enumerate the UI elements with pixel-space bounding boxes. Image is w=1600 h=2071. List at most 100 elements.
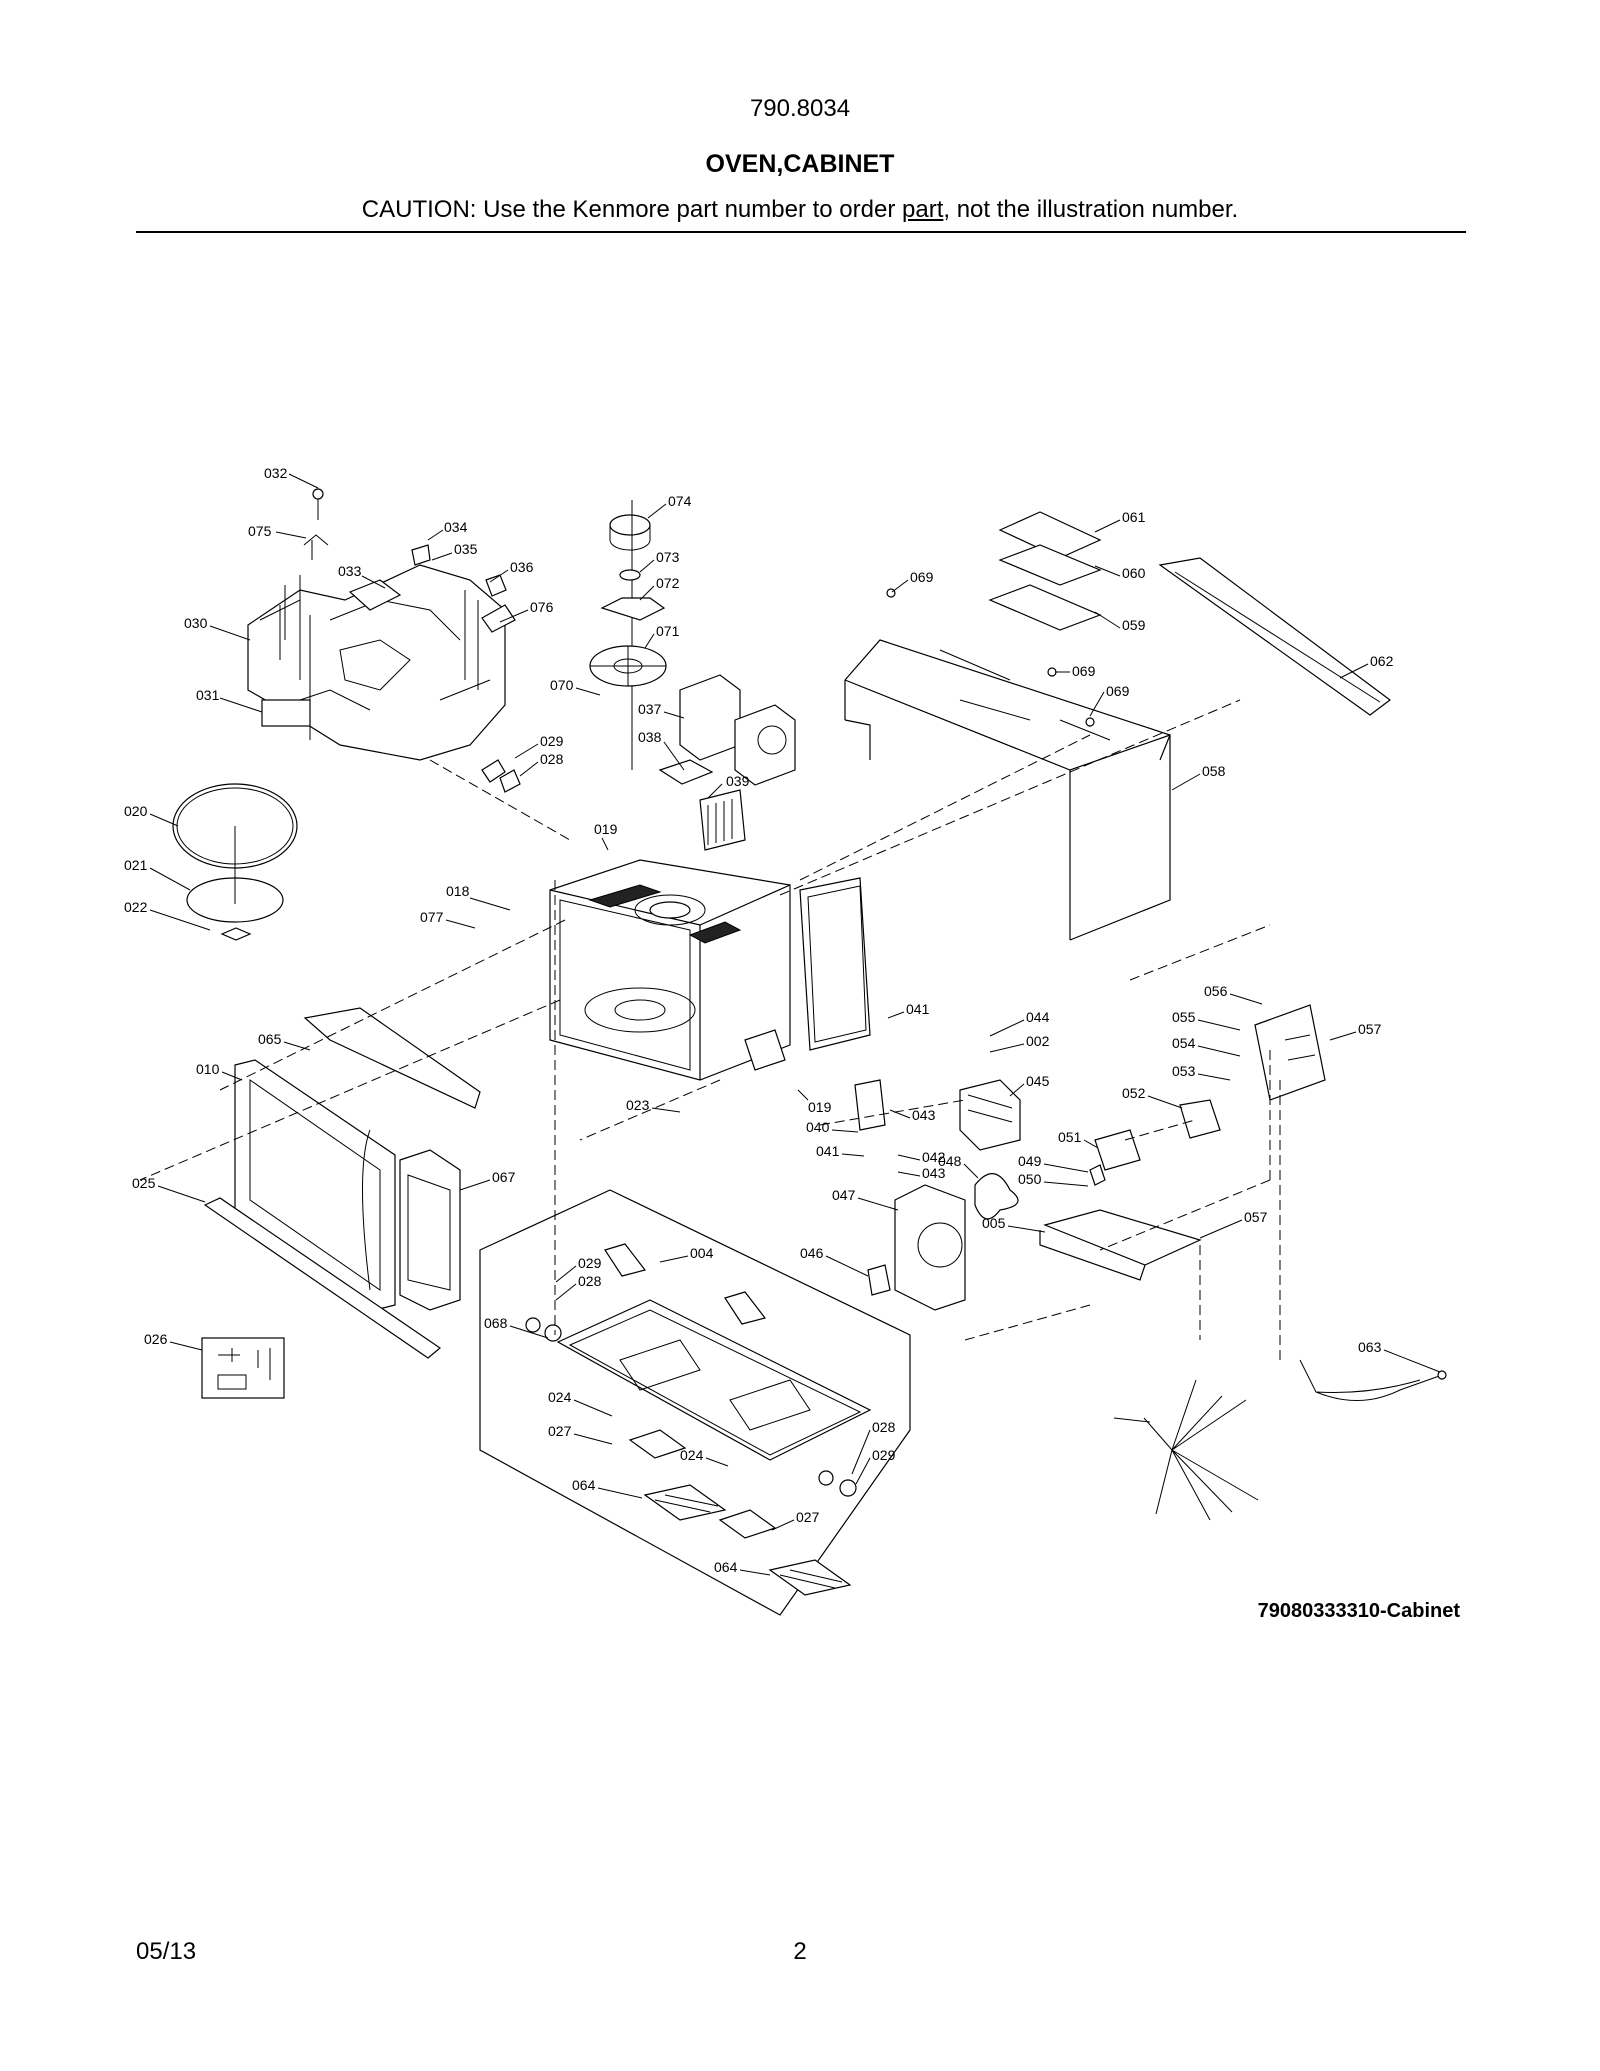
callout-072: 072: [639, 575, 680, 601]
svg-text:028: 028: [540, 751, 564, 767]
svg-text:041: 041: [906, 1001, 930, 1017]
svg-text:049: 049: [1018, 1153, 1042, 1169]
caution-text-start: CAUTION: Use the Kenmore part number to …: [361, 196, 902, 223]
svg-text:021: 021: [124, 857, 148, 873]
callout-058: 058: [1171, 763, 1226, 791]
callout-049: 049: [1018, 1153, 1089, 1173]
callout-039: 039: [707, 773, 750, 799]
callout-028b: 028: [555, 1273, 602, 1301]
section-title: OVEN,CABINET: [705, 150, 895, 178]
callout-024b: 027: [771, 1509, 820, 1531]
callout-005: 005: [982, 1215, 1046, 1233]
callout-021: 021: [124, 857, 191, 891]
callout-010: 010: [196, 1061, 243, 1081]
callout-027a: 064: [572, 1477, 643, 1499]
callout-059: 059: [1094, 611, 1146, 633]
caution-text: CAUTION: Use the Kenmore part number to …: [0, 196, 1600, 224]
callout-069c: 069: [1089, 683, 1130, 717]
svg-text:069: 069: [910, 569, 934, 585]
callout-045: 045: [1009, 1073, 1050, 1097]
diagram-code: 79080333310-Cabinet: [1257, 1600, 1460, 1622]
svg-text:069: 069: [1106, 683, 1130, 699]
svg-text:010: 010: [196, 1061, 220, 1077]
svg-text:024: 024: [548, 1389, 572, 1405]
callout-050: 050: [1018, 1171, 1089, 1187]
svg-text:060: 060: [1122, 565, 1146, 581]
svg-text:055: 055: [1172, 1009, 1196, 1025]
svg-text:039: 039: [726, 773, 750, 789]
svg-text:036: 036: [510, 559, 534, 575]
svg-text:043: 043: [922, 1165, 946, 1181]
callout-023: 023: [626, 1097, 681, 1113]
callout-029: 029: [514, 733, 564, 759]
assembly-lines: [139, 699, 1281, 1360]
svg-text:051: 051: [1058, 1129, 1082, 1145]
door-assembly: [203, 1007, 481, 1359]
svg-text:020: 020: [124, 803, 148, 819]
callout-068: 026: [144, 1331, 203, 1351]
wire-harnesses: [1143, 1359, 1447, 1521]
caution-text-end: , not the illustration number.: [943, 196, 1239, 223]
callout-031: 031: [196, 687, 263, 713]
svg-text:031: 031: [196, 687, 220, 703]
svg-text:037: 037: [638, 701, 662, 717]
svg-text:027: 027: [796, 1509, 820, 1525]
callout-056: 056: [1204, 983, 1263, 1005]
callout-028c: 028: [851, 1419, 896, 1475]
callout-064: 063: [1358, 1339, 1441, 1373]
svg-text:029: 029: [540, 733, 564, 749]
svg-text:071: 071: [656, 623, 680, 639]
svg-text:056: 056: [1204, 983, 1228, 999]
svg-text:035: 035: [454, 541, 478, 557]
svg-text:034: 034: [444, 519, 468, 535]
svg-text:070: 070: [550, 677, 574, 693]
callout-026a: 024: [548, 1389, 613, 1417]
svg-text:028: 028: [578, 1273, 602, 1289]
svg-text:053: 053: [1172, 1063, 1196, 1079]
turntable-ring-set: [172, 783, 298, 941]
svg-text:076: 076: [530, 599, 554, 615]
svg-text:047: 047: [832, 1187, 856, 1203]
callout-033: 033: [338, 563, 386, 589]
svg-text:063: 063: [1358, 1339, 1382, 1355]
svg-text:077: 077: [420, 909, 444, 925]
header-rule: [136, 231, 1466, 233]
callout-026b: 024: [680, 1447, 729, 1467]
svg-text:028: 028: [872, 1419, 896, 1435]
svg-text:029: 029: [578, 1255, 602, 1271]
base-plate-box: [479, 1189, 911, 1616]
svg-text:044: 044: [1026, 1009, 1050, 1025]
callout-024a: 027: [548, 1423, 613, 1445]
callout-019a: 019: [594, 821, 618, 851]
svg-text:038: 038: [638, 729, 662, 745]
callout-labels: 032 075 034 035 036 033 076 030 031 029 …: [124, 465, 1441, 1576]
callout-043b: 043: [897, 1165, 946, 1181]
page-number: 2: [793, 1938, 807, 1965]
svg-text:064: 064: [572, 1477, 596, 1493]
svg-text:067: 067: [492, 1169, 516, 1185]
svg-text:069: 069: [1072, 663, 1096, 679]
callout-053: 053: [1172, 1063, 1231, 1081]
svg-text:062: 062: [1370, 653, 1394, 669]
callout-069b: 069: [1055, 663, 1096, 679]
svg-text:057: 057: [1358, 1021, 1382, 1037]
svg-text:054: 054: [1172, 1035, 1196, 1051]
callout-030: 030: [184, 615, 251, 641]
svg-text:019: 019: [594, 821, 618, 837]
callout-057b: 057: [1199, 1209, 1268, 1239]
callout-057a: 057: [1329, 1021, 1382, 1041]
callout-065: 065: [258, 1031, 311, 1051]
svg-text:025: 025: [132, 1175, 156, 1191]
svg-text:058: 058: [1202, 763, 1226, 779]
callout-034: 034: [427, 519, 468, 541]
svg-text:061: 061: [1122, 509, 1146, 525]
callout-069a: 069: [891, 569, 934, 593]
svg-text:005: 005: [982, 1215, 1006, 1231]
callout-035: 035: [431, 541, 478, 561]
svg-text:048: 048: [938, 1153, 962, 1169]
callout-040: 040: [806, 1119, 859, 1135]
callout-067: 025: [132, 1175, 206, 1203]
svg-text:018: 018: [446, 883, 470, 899]
footer-date: 05/13: [136, 1938, 197, 1965]
svg-text:065: 065: [258, 1031, 282, 1047]
